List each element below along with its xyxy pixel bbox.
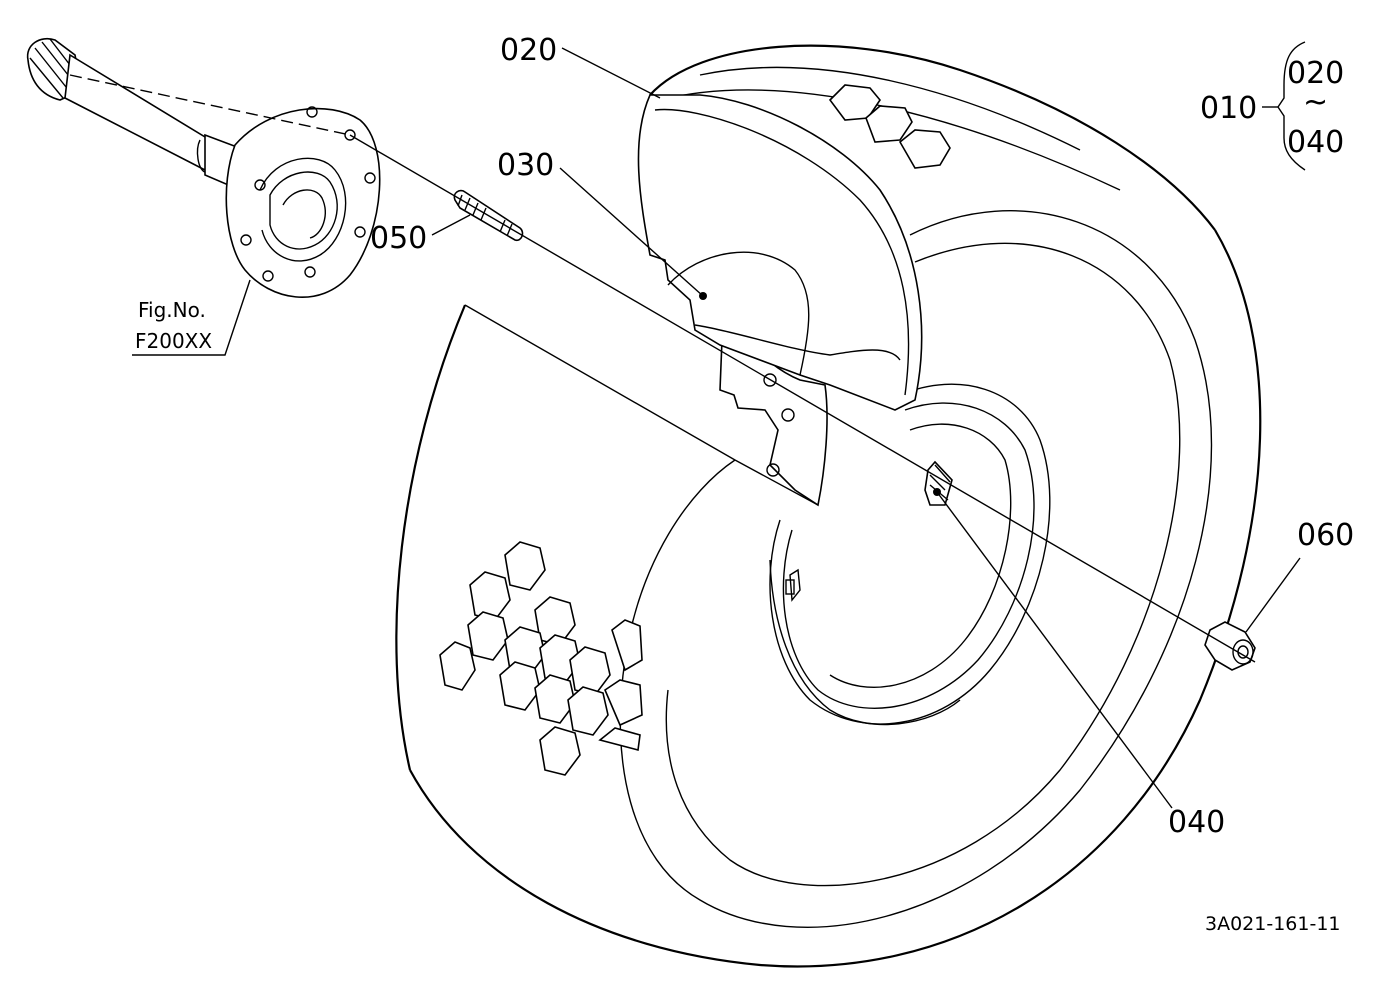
callout-050: 050 <box>370 221 427 256</box>
valve <box>924 460 953 506</box>
tread-blocks-top <box>828 84 951 169</box>
fig-ref-line2: F200XX <box>135 329 212 353</box>
wheel-nut <box>1204 621 1256 671</box>
callout-020: 020 <box>500 33 557 68</box>
cutaway-section <box>637 94 923 411</box>
callout-010: 010 <box>1200 91 1257 126</box>
range-bracket <box>1262 41 1306 171</box>
fig-ref-line1: Fig.No. <box>138 298 206 322</box>
axle-shaft <box>26 38 381 298</box>
tread-blocks-side <box>439 541 643 776</box>
range-tilde: ~ <box>1303 85 1328 120</box>
range-top-label: 020 <box>1287 56 1344 91</box>
range-bottom-label: 040 <box>1287 125 1344 160</box>
assembly-axis-line <box>349 134 1256 663</box>
callout-060: 060 <box>1297 518 1354 553</box>
callouts: 020 030 050 060 040 010 020 ~ 040 Fig.No… <box>135 33 1354 935</box>
leader-lines <box>132 47 1301 809</box>
callout-030: 030 <box>497 148 554 183</box>
callout-040: 040 <box>1168 805 1225 840</box>
drawing-number: 3A021-161-11 <box>1205 913 1341 935</box>
rim <box>719 338 1051 726</box>
